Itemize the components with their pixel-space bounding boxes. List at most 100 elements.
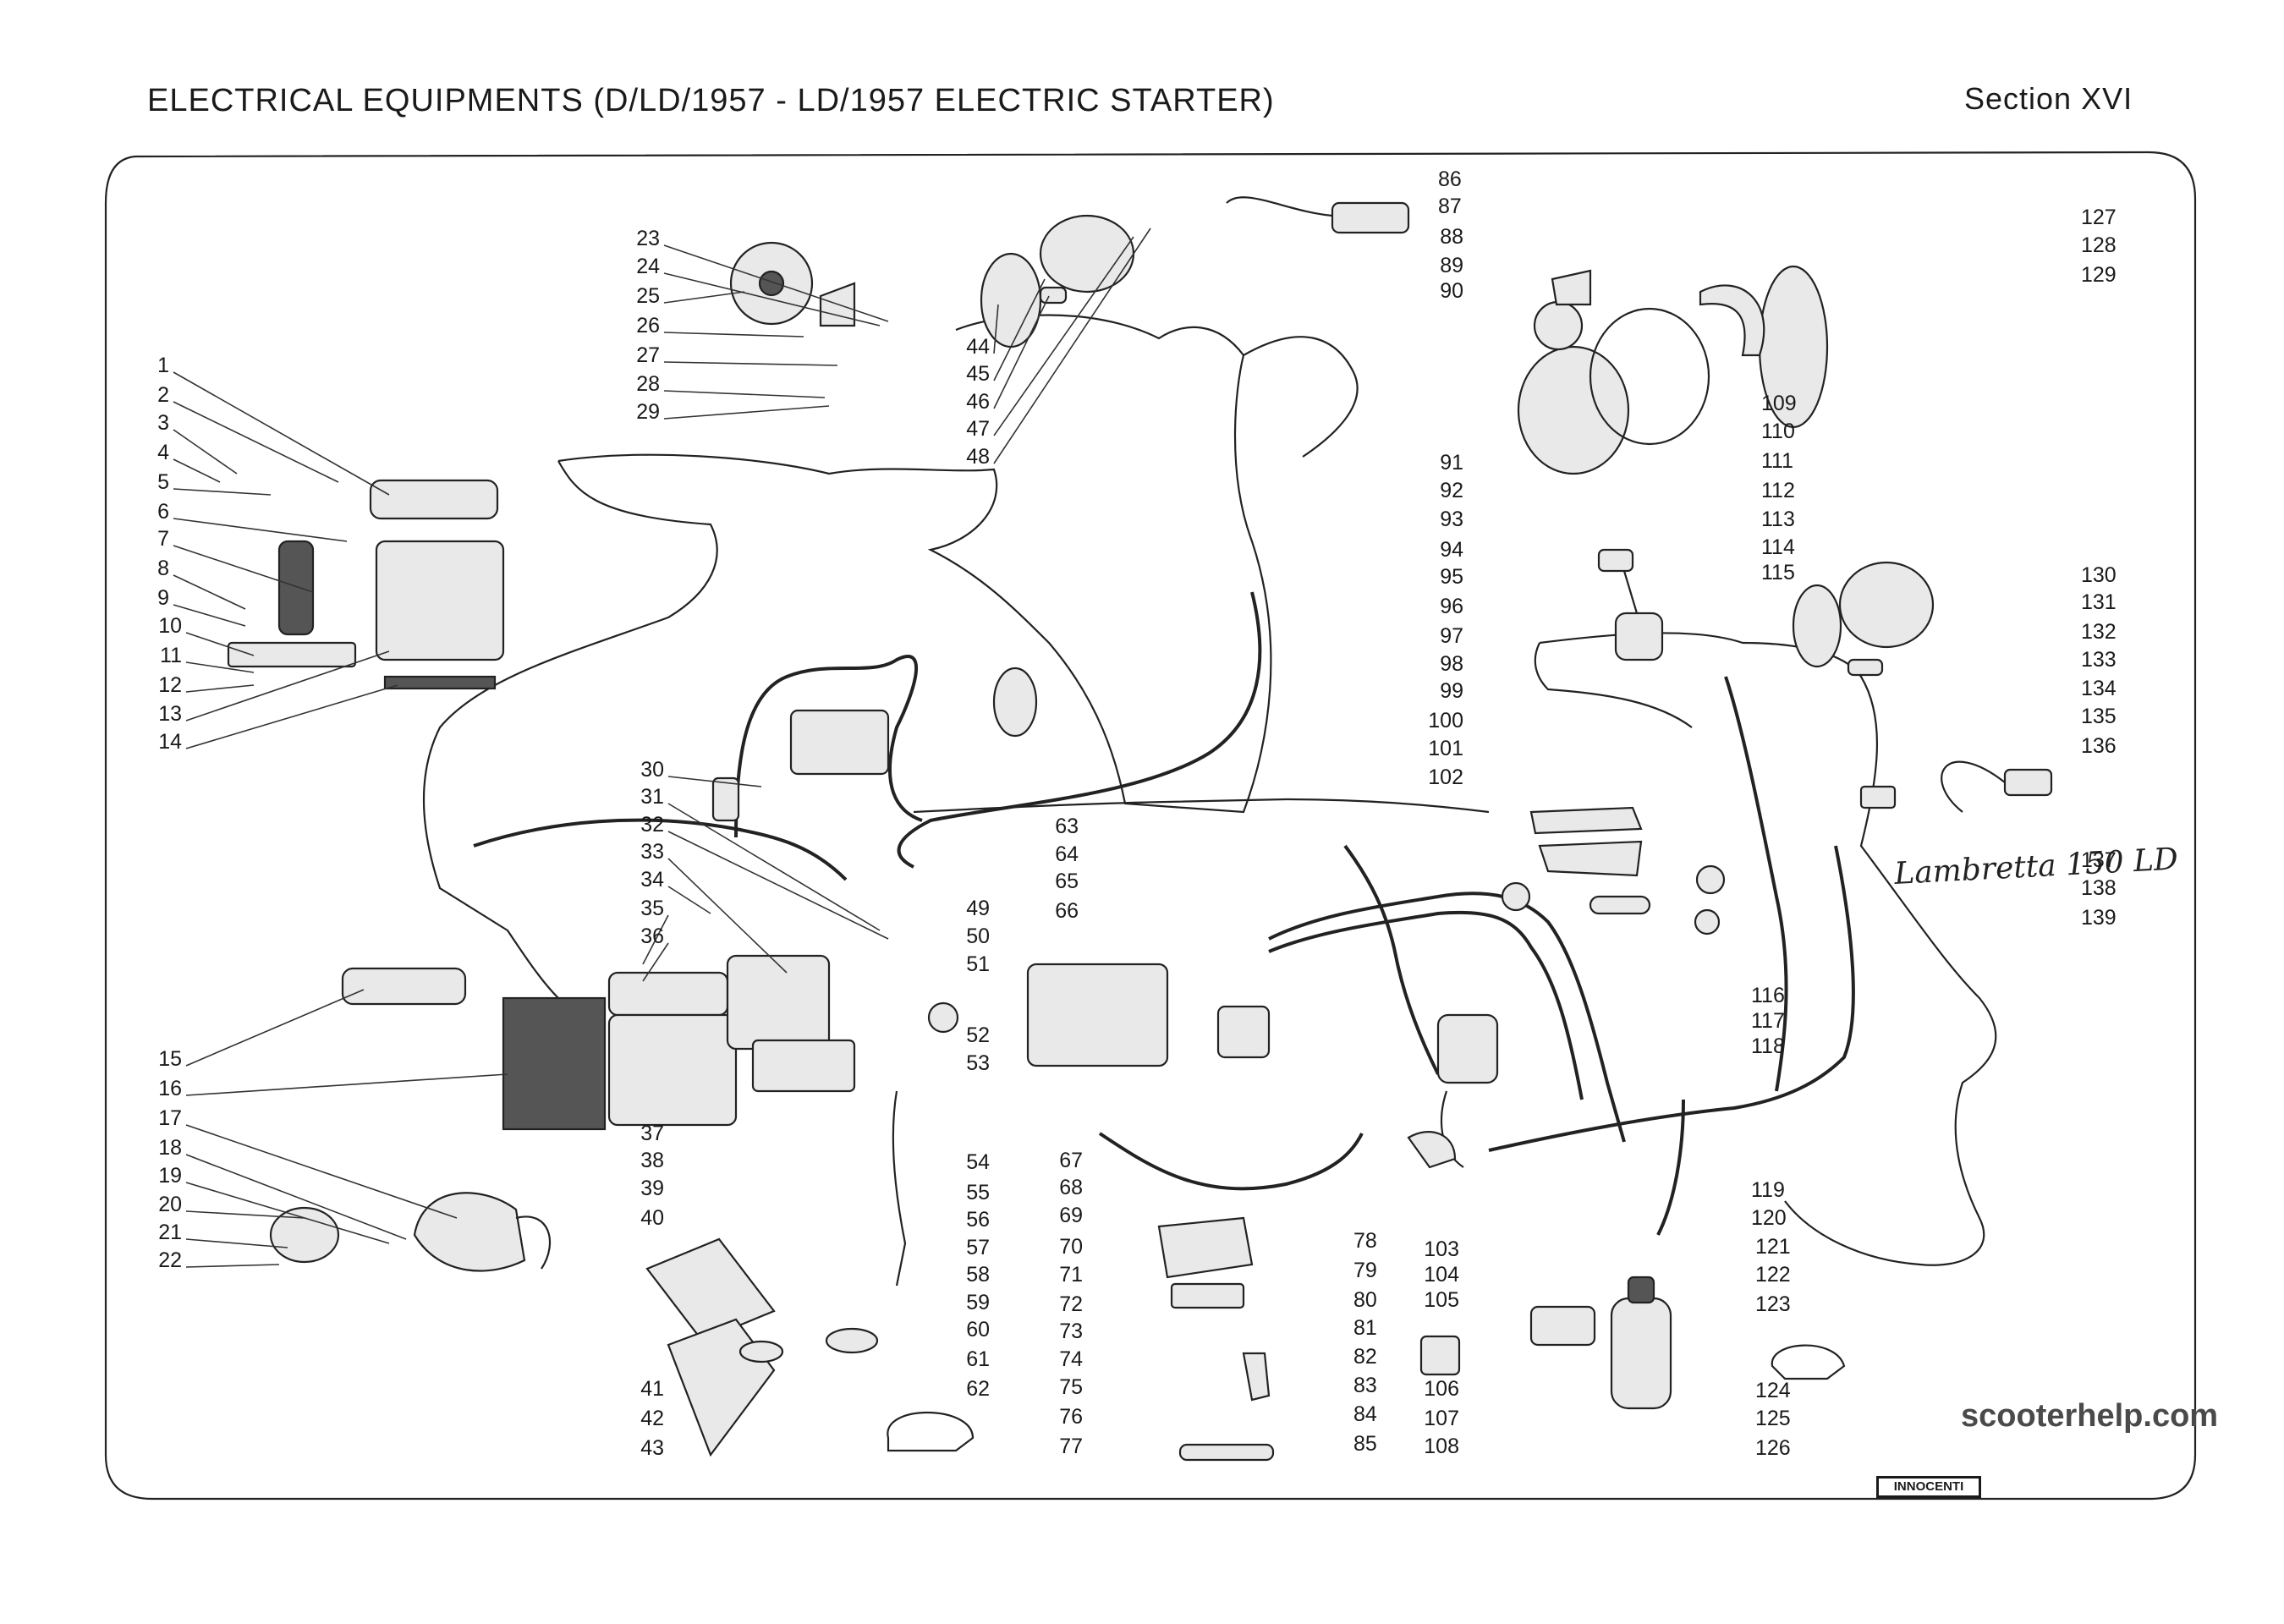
part-label-136: 136	[2081, 734, 2117, 758]
starter-solenoid	[1436, 1013, 1499, 1168]
part-label-15: 15	[158, 1047, 182, 1071]
part-label-5: 5	[157, 470, 169, 494]
part-label-127: 127	[2081, 206, 2117, 229]
part-label-111: 111	[1761, 449, 1793, 473]
part-label-100: 100	[1428, 709, 1463, 732]
part-label-80: 80	[1353, 1288, 1377, 1312]
part-label-21: 21	[158, 1221, 182, 1244]
part-label-135: 135	[2081, 705, 2117, 728]
part-label-67: 67	[1059, 1149, 1083, 1172]
part-label-105: 105	[1424, 1288, 1459, 1312]
part-label-77: 77	[1059, 1435, 1083, 1458]
part-label-13: 13	[158, 702, 182, 726]
part-label-29: 29	[636, 400, 660, 424]
part-label-1: 1	[157, 354, 169, 377]
part-label-90: 90	[1440, 279, 1463, 303]
part-label-28: 28	[636, 372, 660, 396]
part-label-114: 114	[1761, 535, 1795, 559]
part-label-123: 123	[1755, 1292, 1791, 1316]
part-label-78: 78	[1353, 1229, 1377, 1253]
part-label-137: 137	[2081, 848, 2117, 872]
section-label: Section XVI	[1964, 81, 2133, 116]
main-battery-box	[711, 667, 1271, 1067]
part-label-138: 138	[2081, 876, 2117, 900]
part-label-86: 86	[1438, 167, 1462, 191]
part-label-110: 110	[1761, 420, 1795, 443]
part-label-57: 57	[966, 1236, 990, 1259]
part-label-2: 2	[157, 383, 169, 407]
part-label-26: 26	[636, 314, 660, 337]
stop-switch-assembly	[1859, 760, 2053, 813]
part-label-4: 4	[157, 441, 169, 464]
part-label-104: 104	[1424, 1263, 1459, 1287]
part-label-48: 48	[966, 445, 990, 469]
part-label-43: 43	[640, 1436, 664, 1460]
part-label-97: 97	[1440, 624, 1463, 648]
part-label-122: 122	[1755, 1263, 1791, 1287]
part-label-133: 133	[2081, 648, 2117, 672]
part-label-16: 16	[158, 1077, 182, 1100]
part-label-41: 41	[640, 1377, 664, 1401]
part-label-102: 102	[1428, 765, 1463, 789]
headlamp-assembly	[1517, 265, 1829, 475]
part-label-121: 121	[1755, 1235, 1791, 1259]
part-label-75: 75	[1059, 1375, 1083, 1399]
part-label-47: 47	[966, 417, 990, 441]
diagram-frame	[104, 151, 2197, 1501]
battery-group-upper	[227, 479, 505, 690]
scooter-body-outline	[422, 314, 1997, 1287]
part-label-17: 17	[158, 1106, 182, 1130]
part-label-130: 130	[2081, 563, 2117, 587]
part-label-36: 36	[640, 924, 664, 948]
part-label-14: 14	[158, 730, 182, 754]
part-label-54: 54	[966, 1150, 990, 1174]
voltage-regulator	[1157, 1216, 1254, 1309]
part-label-98: 98	[1440, 652, 1463, 676]
part-label-106: 106	[1424, 1377, 1459, 1401]
part-label-25: 25	[636, 284, 660, 308]
part-label-83: 83	[1353, 1374, 1377, 1397]
part-label-116: 116	[1751, 984, 1785, 1007]
handlebar-switch	[1407, 1131, 1457, 1169]
part-label-38: 38	[640, 1149, 664, 1172]
part-label-91: 91	[1440, 451, 1463, 475]
part-label-61: 61	[966, 1347, 990, 1371]
part-label-35: 35	[640, 897, 664, 920]
ignition-switch	[1597, 548, 1664, 661]
ignition-coil	[1419, 1276, 1672, 1410]
part-label-113: 113	[1761, 508, 1795, 531]
part-label-44: 44	[966, 335, 990, 359]
part-label-62: 62	[966, 1377, 990, 1401]
part-label-39: 39	[640, 1177, 664, 1200]
part-label-79: 79	[1353, 1259, 1377, 1282]
part-label-134: 134	[2081, 677, 2117, 700]
part-label-24: 24	[636, 255, 660, 278]
part-label-118: 118	[1751, 1034, 1785, 1058]
part-label-9: 9	[157, 586, 169, 610]
part-label-33: 33	[640, 840, 664, 864]
part-label-94: 94	[1440, 538, 1463, 562]
part-label-42: 42	[640, 1407, 664, 1430]
site-credit: scooterhelp.com	[1961, 1398, 2219, 1434]
part-label-124: 124	[1755, 1379, 1791, 1402]
innocenti-badge: INNOCENTI	[1876, 1476, 1981, 1498]
part-label-12: 12	[158, 673, 182, 697]
part-label-10: 10	[158, 614, 182, 638]
part-label-50: 50	[966, 924, 990, 948]
part-label-23: 23	[636, 227, 660, 250]
part-label-96: 96	[1440, 595, 1463, 618]
part-label-68: 68	[1059, 1176, 1083, 1199]
part-label-34: 34	[640, 868, 664, 892]
part-label-115: 115	[1761, 561, 1795, 584]
part-label-45: 45	[966, 362, 990, 386]
part-label-27: 27	[636, 343, 660, 367]
part-label-108: 108	[1424, 1435, 1459, 1458]
part-label-87: 87	[1438, 195, 1462, 218]
wiring-harness	[473, 591, 1855, 1236]
part-label-129: 129	[2081, 263, 2117, 287]
part-label-32: 32	[640, 813, 664, 837]
part-label-125: 125	[1755, 1407, 1791, 1430]
dipswitch-assembly	[1226, 196, 1592, 306]
part-label-70: 70	[1059, 1235, 1083, 1259]
part-label-59: 59	[966, 1291, 990, 1314]
